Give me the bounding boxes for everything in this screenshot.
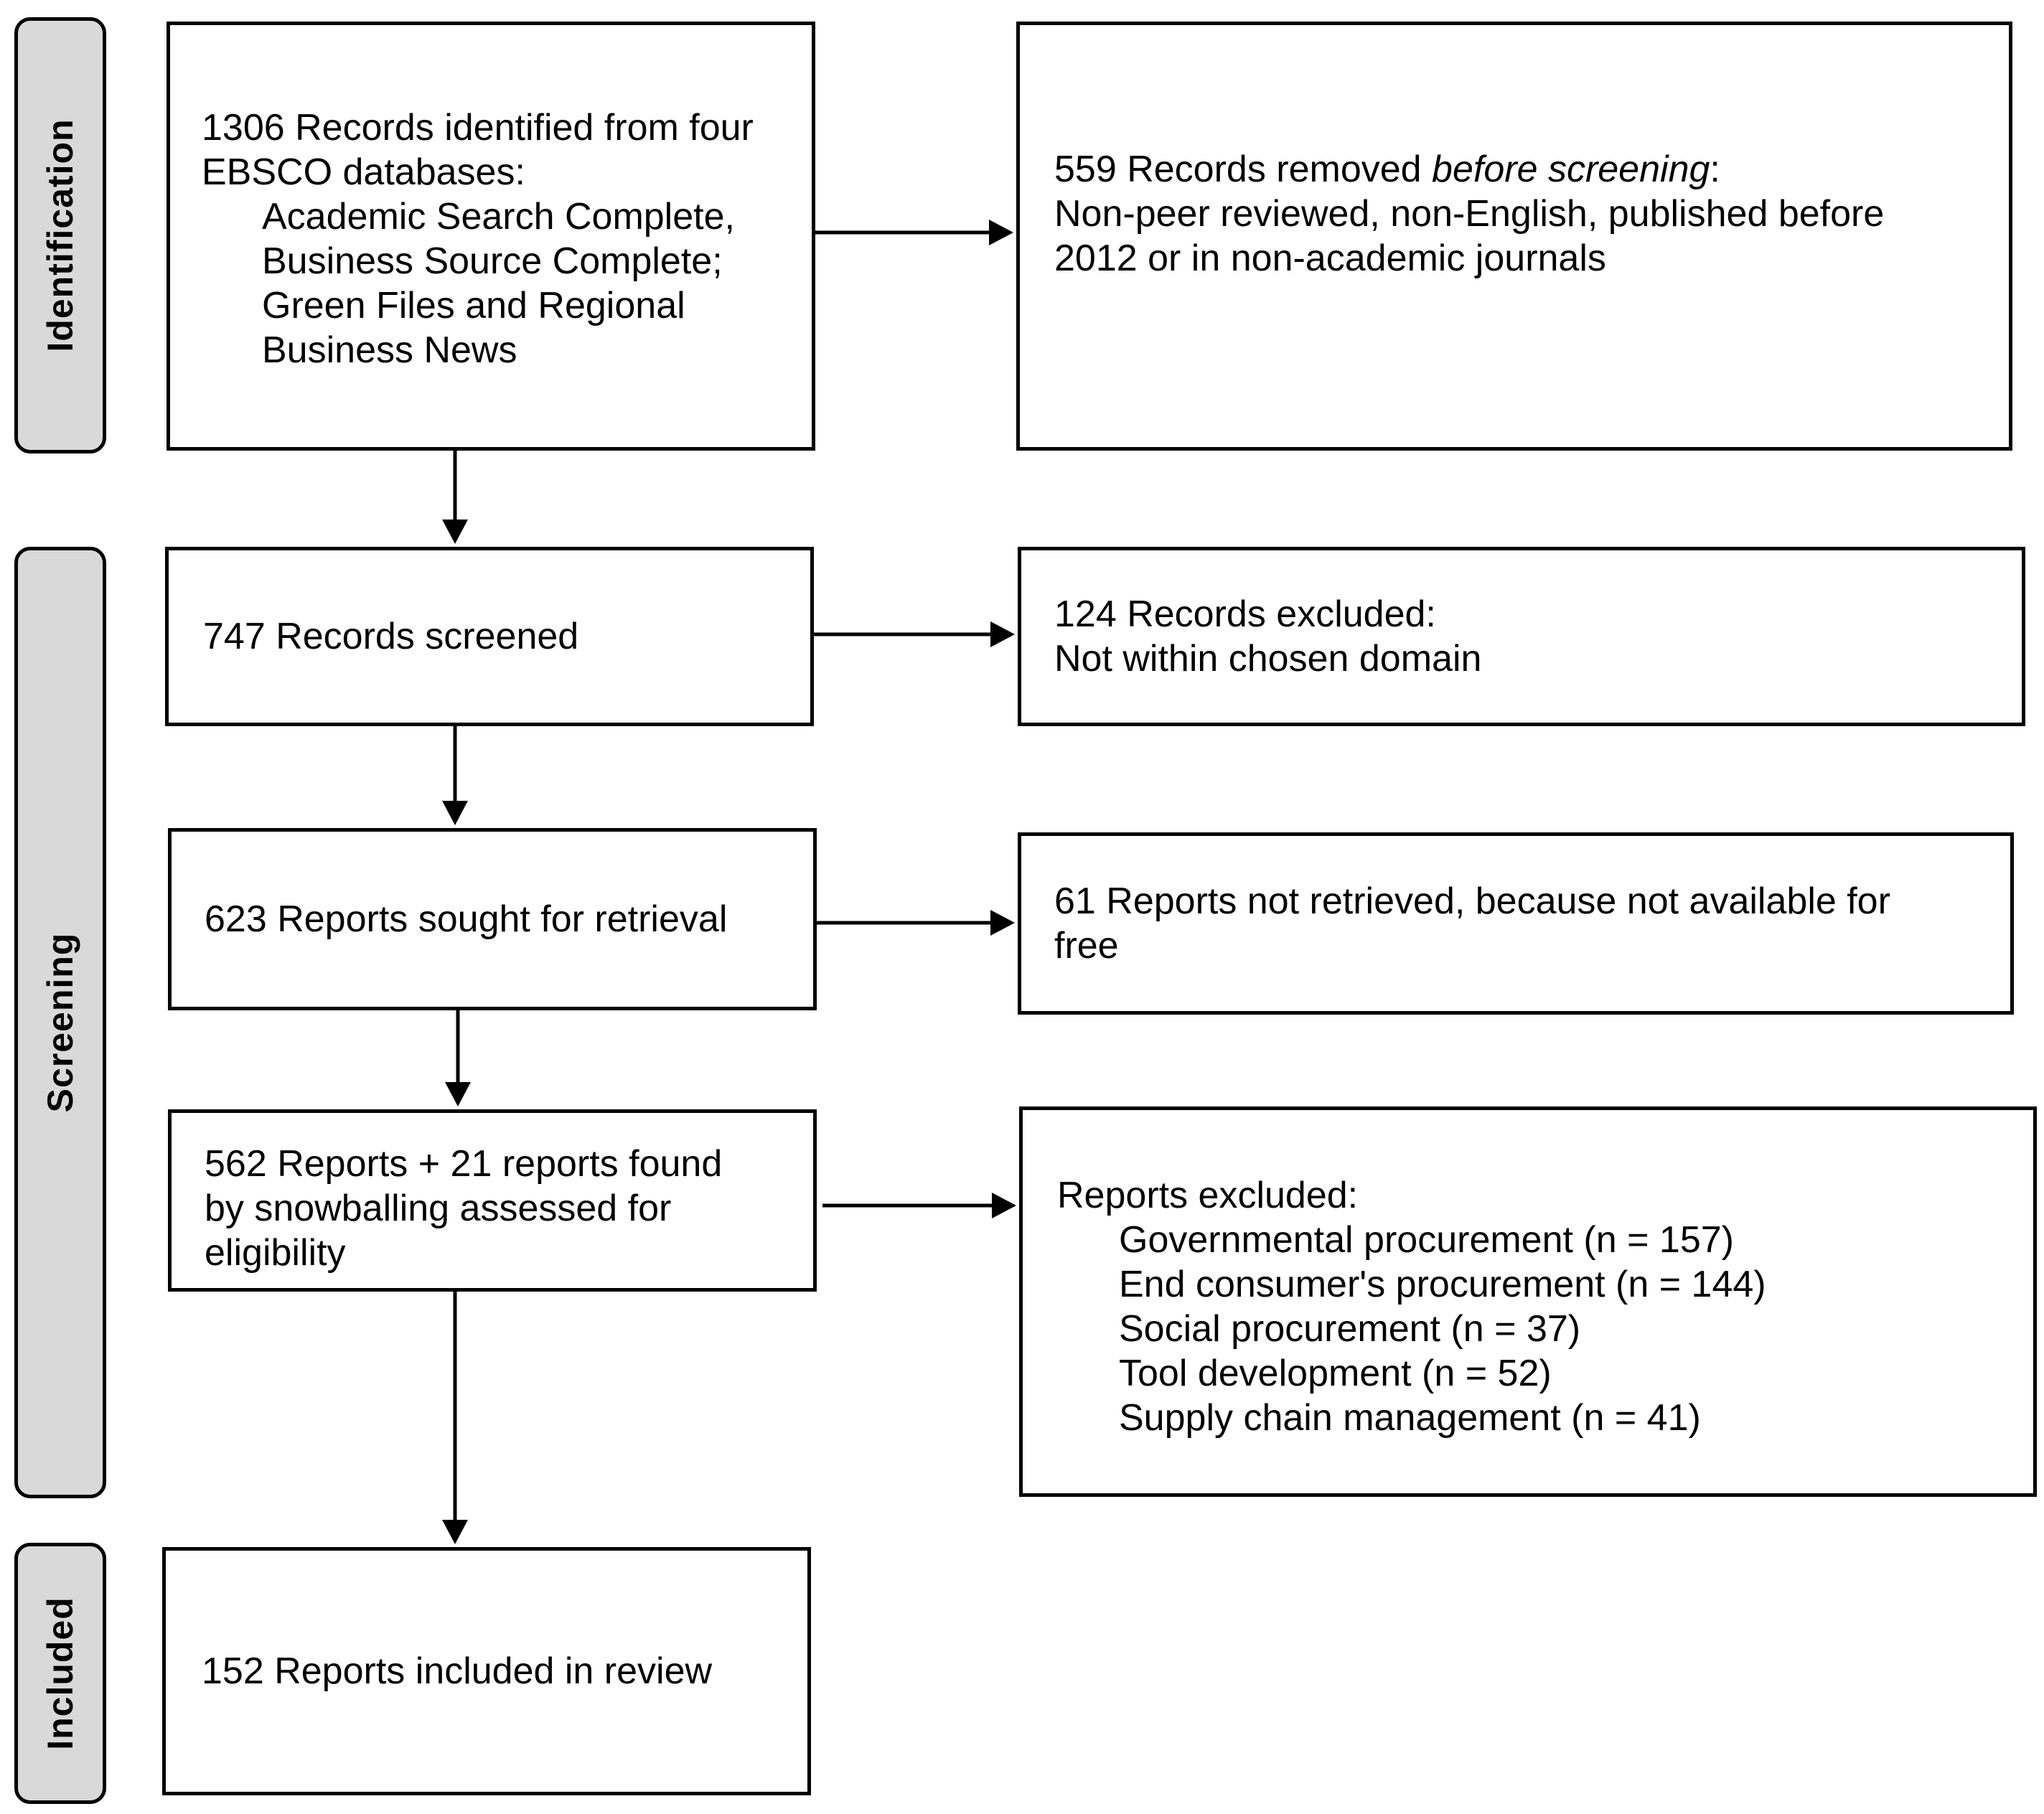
included-text: 152 Reports included in review bbox=[202, 1650, 713, 1692]
records-excluded-box: 124 Records excluded: Not within chosen … bbox=[1018, 547, 2025, 726]
not-retrieved-line1: 61 Reports not retrieved, because not av… bbox=[1054, 880, 1890, 922]
reports-sought-box: 623 Reports sought for retrieval bbox=[168, 828, 817, 1010]
reports-included-box: 152 Reports included in review bbox=[162, 1547, 811, 1795]
reports-not-retrieved-box: 61 Reports not retrieved, because not av… bbox=[1018, 832, 2014, 1015]
reports-excluded-box: Reports excluded: Governmental procureme… bbox=[1019, 1106, 2037, 1497]
removed-line1: 559 Records removed before screening: bbox=[1054, 147, 1987, 192]
assessed-line2: by snowballing assessed for bbox=[205, 1188, 672, 1229]
excluded-records-line1: 124 Records excluded: bbox=[1054, 593, 1436, 635]
reports-excluded-heading: Reports excluded: bbox=[1057, 1175, 1359, 1216]
excluded-records-line2: Not within chosen domain bbox=[1054, 638, 1482, 680]
removed-emphasis: before screening bbox=[1432, 149, 1710, 190]
reports-excluded-item: Tool development (n = 52) bbox=[1119, 1353, 1552, 1394]
reports-excluded-item: Governmental procurement (n = 157) bbox=[1119, 1219, 1734, 1261]
removed-line2: Non-peer reviewed, non-English, publishe… bbox=[1054, 193, 1885, 235]
reports-assessed-box: 562 Reports + 21 reports found by snowba… bbox=[168, 1109, 817, 1292]
records-screened-box: 747 Records screened bbox=[165, 547, 814, 726]
sought-text: 623 Reports sought for retrieval bbox=[205, 898, 728, 940]
stage-tab-included: Included bbox=[14, 1543, 106, 1804]
arrowhead-screened-to-sought bbox=[442, 801, 468, 825]
identified-line1: 1306 Records identified from four bbox=[202, 107, 754, 149]
not-retrieved-line2: free bbox=[1054, 925, 1119, 967]
arrowhead-sought-to-assessed bbox=[445, 1082, 471, 1106]
identified-db3: Green Files and Regional bbox=[262, 285, 685, 326]
reports-excluded-item: End consumer's procurement (n = 144) bbox=[1119, 1264, 1766, 1305]
records-identified-box: 1306 Records identified from four EBSCO … bbox=[167, 22, 815, 451]
arrowhead-assessed-to-excluded bbox=[992, 1193, 1016, 1218]
removed-prefix: 559 Records removed bbox=[1054, 149, 1433, 190]
arrowhead-screened-to-excluded bbox=[990, 621, 1015, 647]
records-removed-box: 559 Records removed before screening: No… bbox=[1016, 22, 2012, 451]
arrowhead-assessed-to-included bbox=[442, 1520, 468, 1544]
reports-excluded-item: Supply chain management (n = 41) bbox=[1119, 1397, 1701, 1439]
identified-db2: Business Source Complete; bbox=[262, 240, 723, 282]
stage-tab-screening: Screening bbox=[14, 547, 106, 1498]
arrowhead-identified-to-removed bbox=[989, 220, 1013, 245]
removed-suffix: : bbox=[1710, 149, 1720, 190]
removed-line3: 2012 or in non-academic journals bbox=[1054, 238, 1606, 279]
screened-text: 747 Records screened bbox=[203, 616, 579, 657]
identified-db1: Academic Search Complete, bbox=[262, 196, 735, 238]
assessed-line1: 562 Reports + 21 reports found bbox=[205, 1143, 723, 1185]
identified-line2: EBSCO databases: bbox=[202, 151, 525, 193]
assessed-line3: eligibility bbox=[205, 1232, 346, 1274]
identified-db4: Business News bbox=[262, 329, 517, 371]
stage-tab-identification: Identification bbox=[14, 17, 106, 454]
arrowhead-identified-to-screened bbox=[442, 520, 468, 544]
reports-excluded-item: Social procurement (n = 37) bbox=[1119, 1308, 1581, 1350]
arrowhead-sought-to-not-retrieved bbox=[990, 910, 1015, 936]
